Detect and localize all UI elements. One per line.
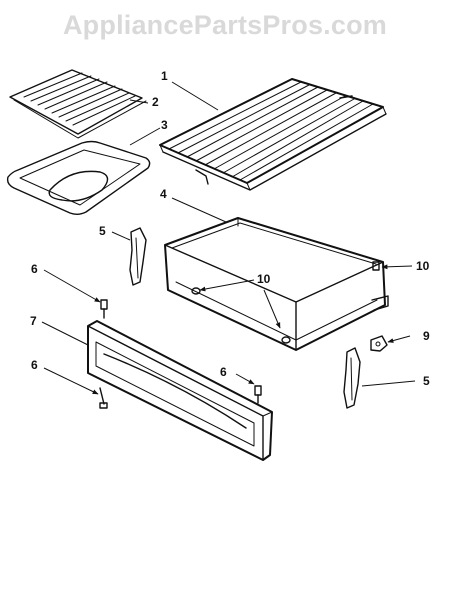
drawer-front-part-7 [87, 320, 273, 461]
screw-part-6-right [254, 385, 262, 404]
callout-9: 9 [423, 329, 430, 343]
callout-3: 3 [161, 118, 168, 132]
broiler-grid-part-2 [9, 69, 147, 139]
callout-7: 7 [30, 314, 37, 328]
callout-5-left: 5 [99, 224, 106, 238]
screw-part-10-b [281, 336, 291, 344]
callout-6-top: 6 [31, 262, 38, 276]
callout-10-center: 10 [257, 272, 271, 286]
callout-1: 1 [161, 69, 168, 83]
broiler-pan-part-3 [6, 140, 151, 215]
callout-6-bottom: 6 [31, 358, 38, 372]
screw-part-6-bottom [99, 387, 108, 409]
callout-2: 2 [152, 95, 159, 109]
callout-5-right: 5 [423, 374, 430, 388]
screw-part-6-top [100, 299, 108, 319]
callout-4: 4 [160, 187, 167, 201]
callout-10-right: 10 [416, 259, 430, 273]
screw-part-10-a [191, 287, 201, 295]
callout-6-right: 6 [220, 365, 227, 379]
drawer-tray-part-4 [164, 217, 389, 351]
oven-rack-part-1 [159, 78, 387, 191]
drawer-slide-part-5-right [343, 347, 361, 409]
leader-lines [41, 81, 416, 395]
drawer-slide-part-5-left [129, 227, 147, 286]
clip-part-9 [370, 335, 388, 352]
screw-part-10-top-right [372, 261, 380, 271]
